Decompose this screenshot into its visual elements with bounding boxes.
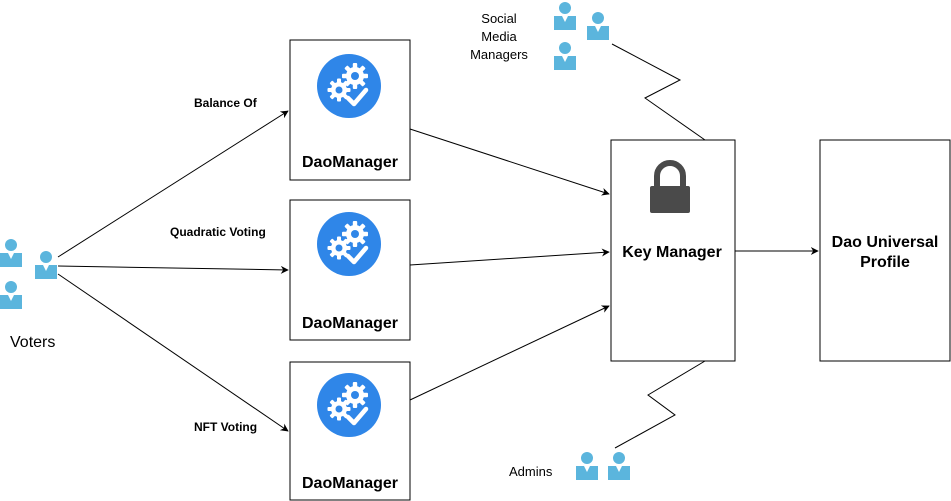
dao-manager-nft[interactable]: DaoManager	[289, 361, 411, 501]
gears-check-icon	[317, 54, 381, 118]
universal-profile-label-line1: Dao Universal	[832, 234, 939, 251]
dao-manager-label: DaoManager	[302, 154, 398, 171]
dao-manager-label: DaoManager	[302, 475, 398, 492]
social-media-managers-group: Social Media Managers	[470, 2, 609, 70]
user-icon	[576, 452, 598, 480]
gears-check-icon	[317, 212, 381, 276]
universal-profile-label-line2: Profile	[860, 254, 910, 271]
gears-check-icon	[317, 373, 381, 437]
edge-dao3-key	[409, 305, 610, 401]
edge-voters-nft	[57, 273, 289, 432]
dao-manager-quadratic[interactable]: DaoManager	[289, 199, 411, 341]
voters-group: Voters	[0, 239, 57, 351]
key-manager-label: Key Manager	[622, 244, 722, 261]
edge-label-balance-of: Balance Of	[194, 96, 258, 110]
key-manager-box[interactable]: Key Manager	[610, 139, 736, 362]
user-icon	[0, 281, 22, 309]
user-icon	[587, 12, 609, 40]
universal-profile-box[interactable]: Dao Universal Profile	[819, 139, 951, 362]
edge-dao2-key	[409, 248, 610, 266]
user-icon	[554, 2, 576, 30]
social-media-label-line1: Social	[481, 11, 517, 26]
lock-icon	[650, 160, 690, 213]
edge-dao1-key	[409, 128, 610, 196]
edge-label-quadratic-voting: Quadratic Voting	[170, 225, 266, 239]
admins-label: Admins	[509, 464, 553, 479]
admins-group: Admins	[509, 452, 630, 480]
edge-voters-quadratic	[57, 265, 289, 274]
social-media-label-line2: Media	[481, 29, 517, 44]
social-media-label-line3: Managers	[470, 47, 528, 62]
edge-voters-balance	[57, 110, 289, 258]
dao-manager-balance[interactable]: DaoManager	[289, 39, 411, 181]
link-social-key	[611, 43, 706, 141]
link-admins-key	[614, 360, 706, 449]
user-icon	[35, 251, 57, 279]
user-icon	[554, 42, 576, 70]
edge-label-nft-voting: NFT Voting	[194, 420, 257, 434]
user-icon	[0, 239, 22, 267]
dao-manager-label: DaoManager	[302, 315, 398, 332]
user-icon	[608, 452, 630, 480]
voters-label: Voters	[10, 334, 55, 351]
